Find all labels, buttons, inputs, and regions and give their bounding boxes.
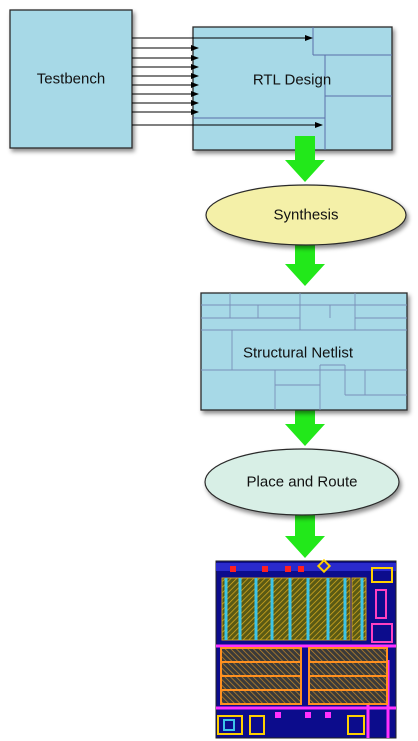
synthesis-label: Synthesis (273, 206, 339, 224)
flow-arrow-2 (285, 244, 325, 286)
chip-layout-image (215, 558, 397, 739)
testbench-box (9, 9, 133, 149)
testbench-label: Testbench (36, 70, 106, 88)
place-and-route-label: Place and Route (246, 473, 358, 491)
rtl-design-box (192, 26, 393, 151)
flow-arrow-1 (285, 136, 325, 182)
structural-netlist-box (200, 292, 408, 411)
testbench-to-rtl-arrows (132, 35, 323, 128)
rtl-design-label: RTL Design (252, 71, 332, 89)
place-and-route-ellipse (204, 448, 400, 516)
flow-arrow-3 (285, 402, 325, 446)
synthesis-ellipse (205, 184, 407, 246)
structural-netlist-label: Structural Netlist (242, 344, 354, 362)
flow-arrow-4 (285, 514, 325, 558)
